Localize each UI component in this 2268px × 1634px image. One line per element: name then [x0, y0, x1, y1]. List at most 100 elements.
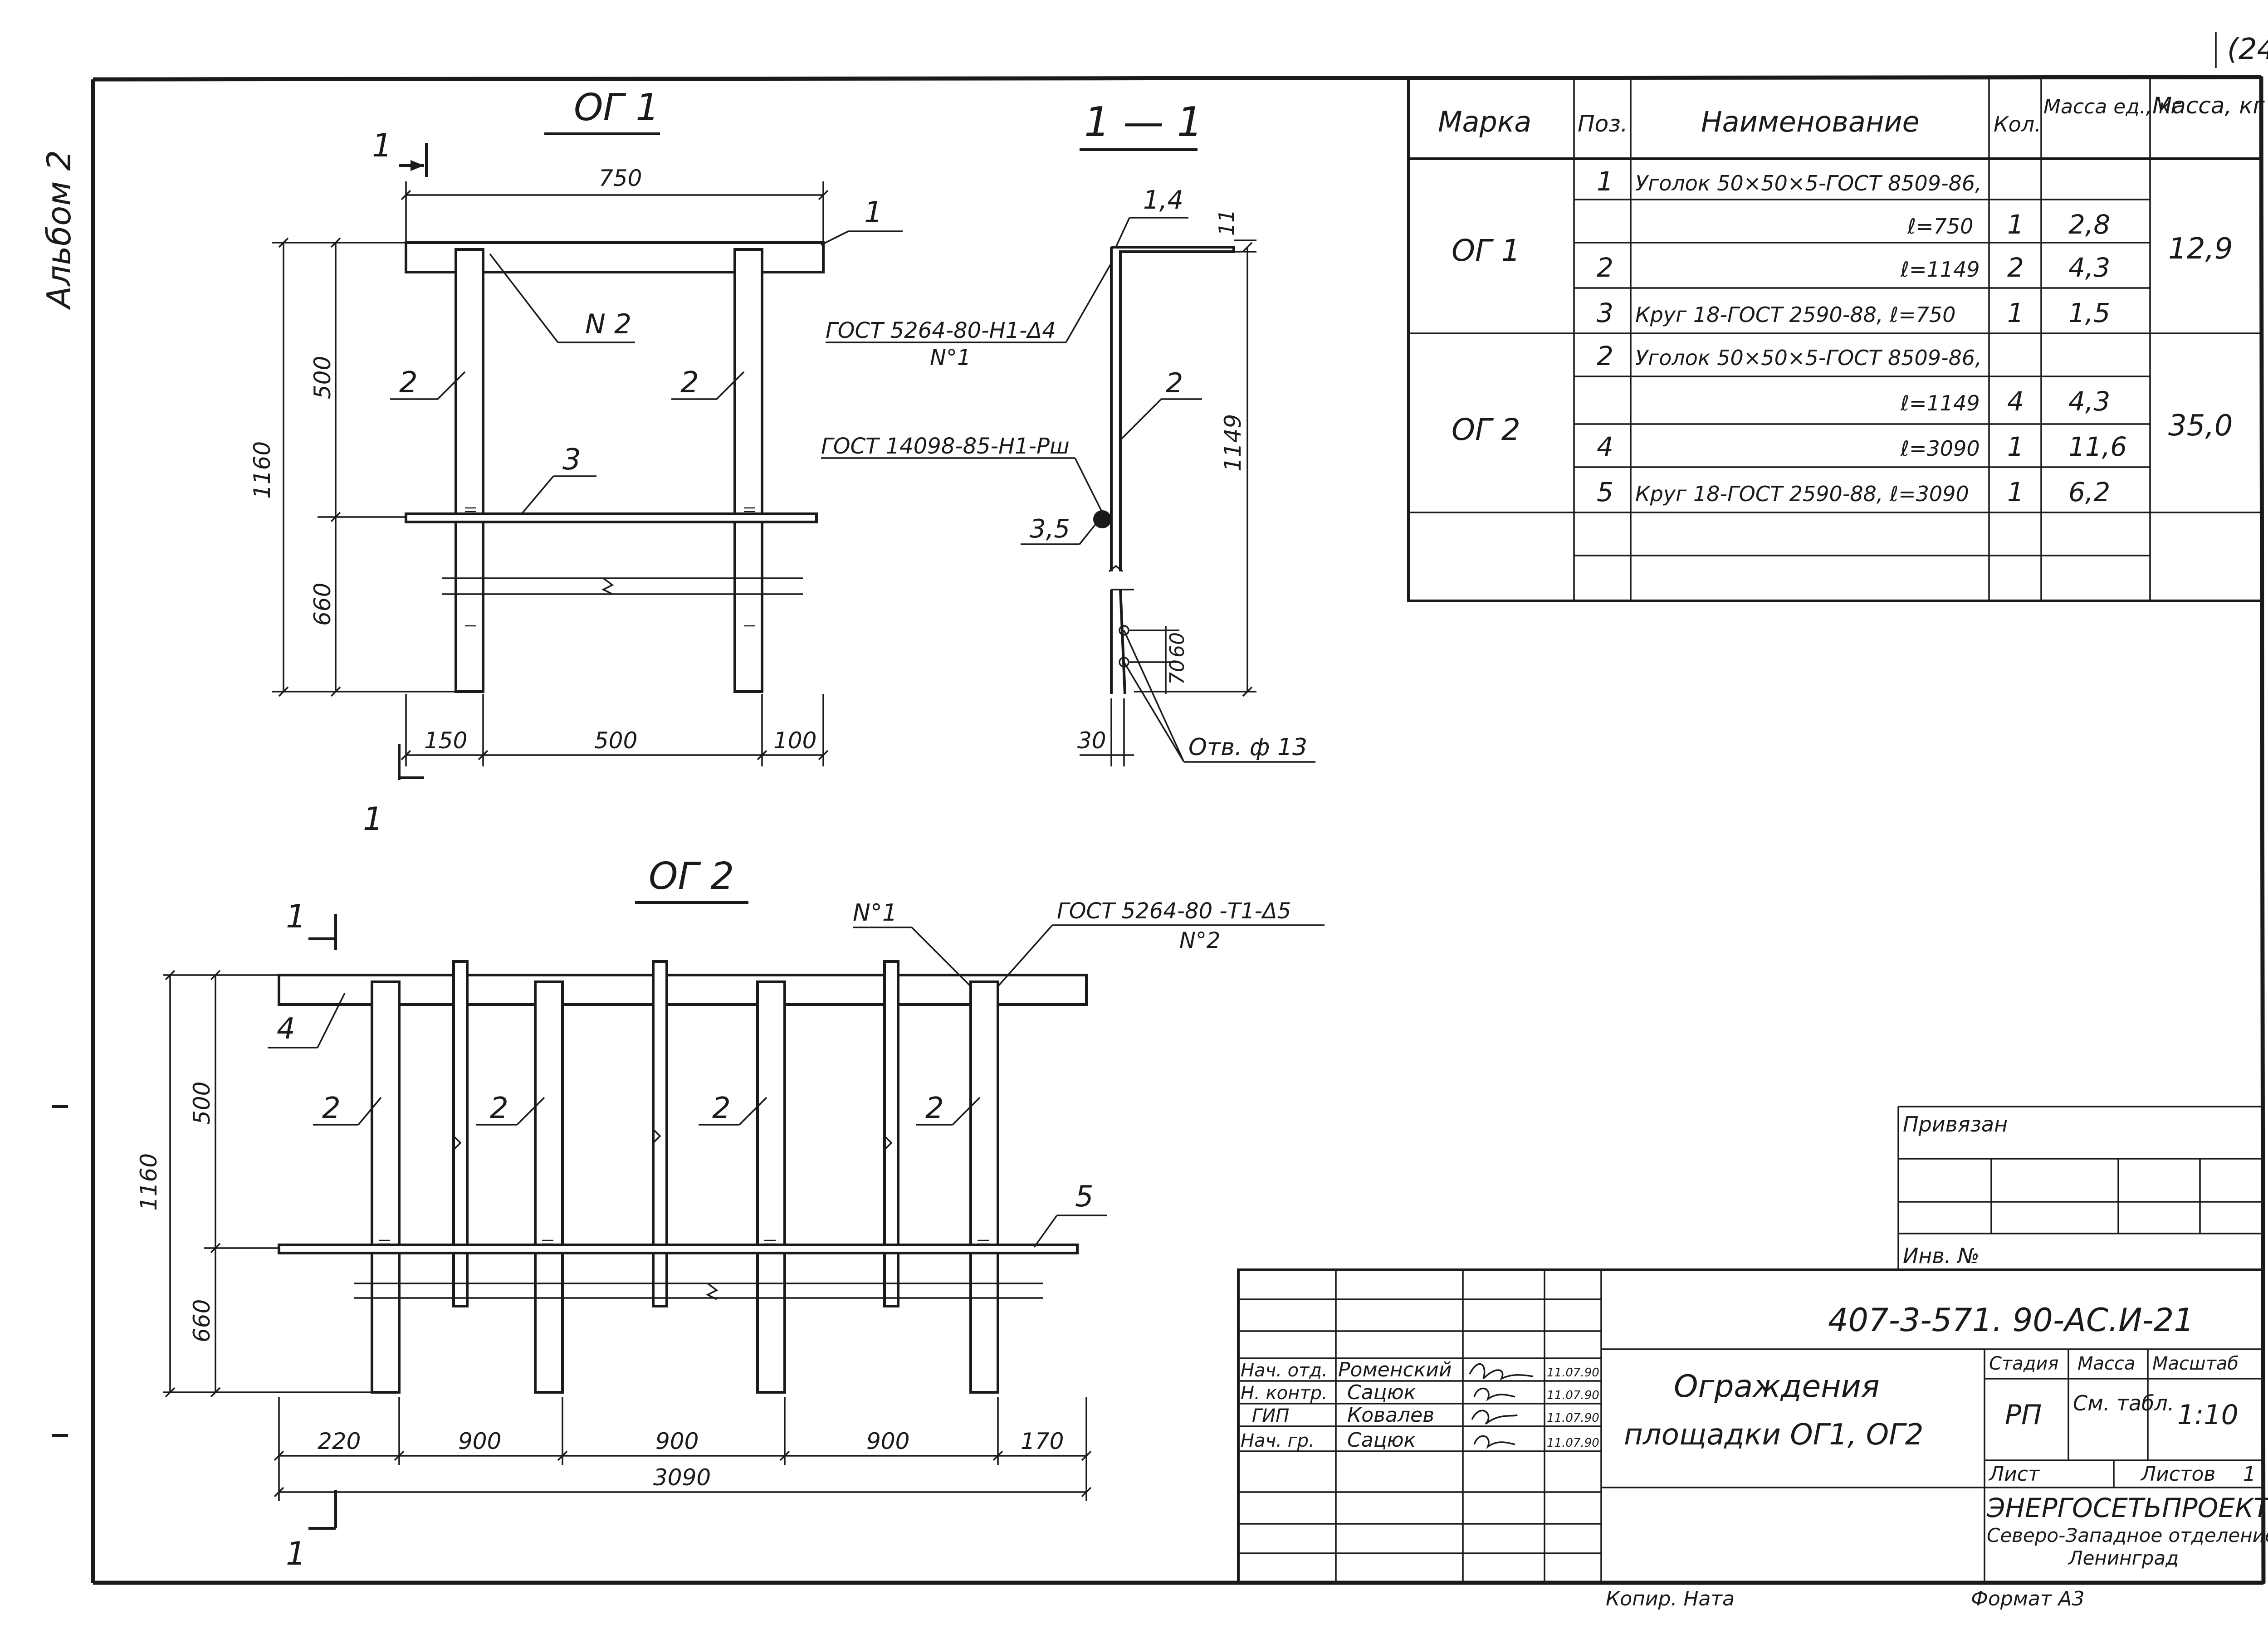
section-top-dim: 11 [1214, 209, 1239, 236]
title-doc-code: 407-3-571. 90-АС.И-21 [1828, 1302, 2194, 1339]
og1-dim-height: 1160 [249, 441, 275, 499]
og2-post-4 [969, 980, 999, 1394]
spec-table: Марка Поз. Наименование Кол. Масса ед., … [1407, 76, 2265, 602]
og2-label-bar-mid: 5 [1075, 1180, 1094, 1214]
section-weld-note-1-sub: N°1 [930, 345, 971, 371]
spec-r5-name: ℓ=1149 [1900, 391, 1980, 415]
og2-mid-bar [278, 1244, 1079, 1254]
og2-dim-span1: 900 [458, 1428, 501, 1454]
spec-r6-qty: 1 [2007, 431, 2024, 462]
og1-post-left [455, 248, 484, 693]
title-org-name: ЭНЕРГОСЕТЬПРОЕКТ [1986, 1493, 2268, 1523]
section-hole-dim-2: 70 [1166, 659, 1189, 685]
og2-label-post-4: 2 [925, 1092, 944, 1125]
og1-label-weld-n2: N 2 [585, 308, 631, 340]
og1-dim-upper: 500 [309, 356, 336, 399]
spec-r6-pos: 4 [1597, 431, 1613, 462]
title-org-branch: Северо-Западное отделение [1987, 1524, 2268, 1546]
spec-r4-pos: 2 [1597, 341, 1613, 371]
signer-role-2: ГИП [1252, 1405, 1289, 1426]
og1-dim-lower: 660 [309, 583, 336, 626]
title-scale-header: Масштаб [2152, 1353, 2239, 1374]
og1-mid-bar [405, 512, 818, 523]
og1-dim-span: 500 [594, 727, 637, 754]
spec-header-unit-mass: Масса ед., кг [2043, 95, 2181, 118]
og2-post-2 [534, 980, 564, 1394]
og2-title: ОГ 2 [649, 855, 734, 898]
spec-r5-unit-mass: 4,3 [2068, 386, 2110, 417]
og2-weld-n1: N°1 [853, 899, 897, 927]
spec-mass-og1: 12,9 [2168, 232, 2233, 266]
spec-header-pos: Поз. [1578, 111, 1628, 137]
og2-label-post-3: 2 [712, 1092, 731, 1125]
og2-post-3 [756, 980, 786, 1394]
section-length: 1149 [1220, 414, 1246, 472]
spec-r3-pos: 3 [1597, 298, 1613, 328]
og1-dim-right-offset: 100 [773, 727, 816, 754]
signer-name-0: Роменский [1338, 1358, 1452, 1381]
section-hole-dim-1: 60 [1166, 632, 1189, 658]
og1-dim-top-width: 750 [599, 165, 642, 191]
og2-weld-note: ГОСТ 5264-80 -Т1-Δ5 [1057, 898, 1291, 924]
og2-top-bar [278, 974, 1088, 1006]
section-top-label: 1,4 [1143, 185, 1183, 215]
title-mass-value: См. табл. [2073, 1391, 2174, 1415]
og1-post-right [733, 248, 763, 693]
signer-role-3: Нач. гр. [1241, 1430, 1315, 1451]
og2-dim-left-offset: 220 [318, 1428, 361, 1454]
spec-r6-unit-mass: 11,6 [2068, 431, 2127, 462]
spec-mass-og2: 35,0 [2168, 409, 2233, 443]
og2-cut-mark-top: 1 [286, 898, 306, 935]
section-hole-label: Отв. ф 13 [1188, 734, 1307, 761]
title-line1: Ограждения [1674, 1369, 1880, 1405]
signer-date-0: 11.07.90 [1547, 1366, 1599, 1380]
signer-date-3: 11.07.90 [1547, 1436, 1599, 1450]
spec-header-mass: Масса, кг [2152, 93, 2265, 119]
album-label: Альбом 2 [40, 150, 78, 310]
title-mass-header: Масса [2077, 1353, 2136, 1374]
spec-header-name: Наименование [1701, 105, 1920, 138]
title-org-city: Ленинград [2068, 1547, 2179, 1569]
og2-dim-upper: 500 [189, 1082, 215, 1125]
spec-r1-name: ℓ=750 [1907, 214, 1973, 239]
binding-block: Привязан Инв. № [1897, 1106, 2261, 1271]
title-sheets-count: 1 [2243, 1463, 2256, 1486]
og2-post-1 [371, 980, 401, 1394]
og2-dim-right-offset: 170 [1021, 1428, 1064, 1454]
section-round-label: 3,5 [1030, 514, 1070, 544]
title-sheet-label: Лист [1988, 1463, 2040, 1486]
signature-1 [1473, 1387, 1515, 1402]
title-stage: РП [2005, 1399, 2042, 1431]
spec-r4-name: Уголок 50×50×5-ГОСТ 8509-86, [1635, 346, 1982, 370]
format-label: Формат А3 [1971, 1587, 2085, 1610]
spec-r7-qty: 1 [2007, 477, 2024, 507]
spec-mark-og1: ОГ 1 [1452, 233, 1520, 268]
spec-r2-pos: 2 [1597, 252, 1613, 283]
section-weld-note-2: ГОСТ 14098-85-Н1-Рш [821, 434, 1070, 459]
spec-r2-unit-mass: 4,3 [2068, 252, 2110, 283]
corner-mark: (24 [2227, 33, 2268, 66]
spec-r6-name: ℓ=3090 [1900, 436, 1980, 461]
signature-3 [1473, 1435, 1515, 1449]
og2-label-bar-top: 4 [277, 1012, 295, 1046]
og2-dim-total: 3090 [653, 1464, 711, 1491]
og2-label-post-2: 2 [490, 1092, 508, 1125]
spec-r0-pos: 1 [1597, 166, 1613, 197]
og2-label-post-1: 2 [322, 1092, 341, 1125]
section-post-label: 2 [1166, 367, 1183, 399]
title-sheets-label: Листов [2140, 1463, 2215, 1486]
spec-r2-qty: 2 [2007, 252, 2024, 283]
signer-role-0: Нач. отд. [1241, 1360, 1328, 1381]
og2-dim-span2: 900 [655, 1428, 699, 1454]
og1-cut-mark-bottom: 1 [363, 800, 383, 838]
view-section-1-1: 1 — 1 11 1149 60 70 30 1,4 [821, 98, 1315, 766]
copied-label: Копир. Ната [1606, 1587, 1735, 1610]
og1-label-post-right: 2 [680, 366, 699, 400]
og1-label-bar-top: 1 [864, 196, 883, 229]
signer-name-2: Ковалев [1347, 1404, 1434, 1427]
spec-r1-unit-mass: 2,8 [2068, 209, 2110, 240]
og1-title: ОГ 1 [574, 86, 659, 129]
spec-r5-qty: 4 [2007, 386, 2024, 417]
section-weld-note-1: ГОСТ 5264-80-Н1-Δ4 [826, 318, 1056, 343]
og2-weld-note-sub: N°2 [1179, 928, 1220, 953]
